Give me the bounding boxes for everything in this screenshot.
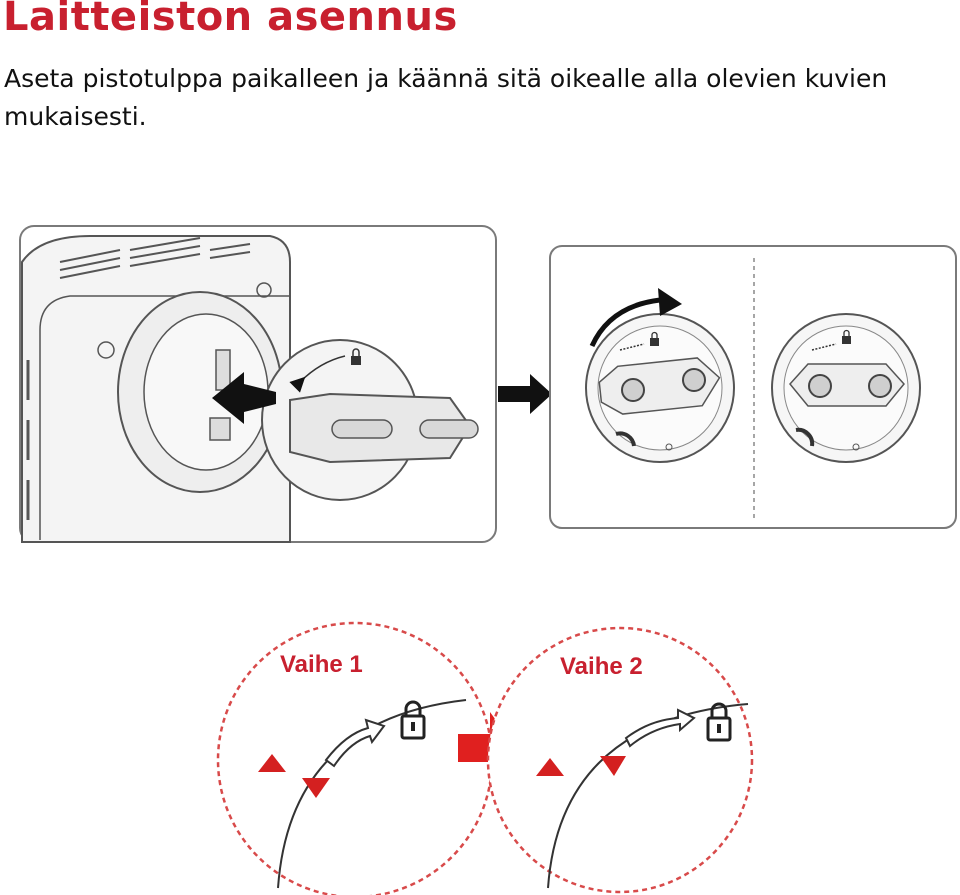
page-title: Laitteiston asennus	[3, 0, 458, 40]
step-1-detail: Vaihe 1	[216, 621, 494, 895]
lock-icon	[706, 702, 732, 742]
lock-icon	[351, 348, 361, 365]
triangle-marker-icon	[536, 758, 564, 776]
rotate-arrow-icon	[624, 708, 696, 748]
insert-arrow-icon	[212, 372, 276, 424]
triangle-marker-icon	[600, 756, 626, 776]
panel-plug-insertion	[19, 225, 497, 543]
lock-icon	[650, 331, 659, 346]
triangle-marker-icon	[302, 778, 330, 798]
step-2-label: Vaihe 2	[560, 653, 643, 680]
panel-plug-rotation	[549, 245, 957, 529]
next-arrow-icon	[498, 374, 552, 414]
step-2-detail: Vaihe 2	[486, 626, 754, 894]
lock-icon	[842, 329, 851, 344]
step-1-label: Vaihe 1	[280, 651, 363, 678]
lock-icon	[400, 700, 426, 740]
instruction-text: Aseta pistotulppa paikalleen ja käännä s…	[4, 64, 888, 131]
rotate-arrow-icon	[589, 297, 661, 348]
rotate-arrow-icon	[324, 718, 386, 768]
triangle-marker-icon	[258, 754, 286, 772]
